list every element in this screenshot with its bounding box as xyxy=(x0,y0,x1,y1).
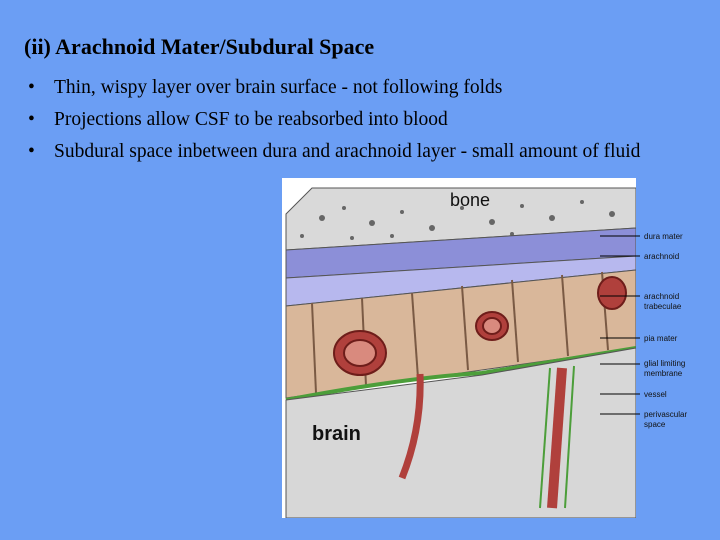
meninges-svg: bone brain xyxy=(285,187,636,518)
pia-mater-label: pia mater xyxy=(644,334,678,343)
branch-vessel xyxy=(398,373,424,480)
meninges-diagram: bone brain xyxy=(282,178,636,518)
glial-limiting-membrane-label: membrane xyxy=(644,369,683,378)
arachnoid-trabeculae-label: trabeculae xyxy=(644,302,682,311)
dura-mater-label: dura mater xyxy=(644,232,683,241)
bullet-item: • Projections allow CSF to be reabsorbed … xyxy=(24,108,664,132)
bullet-text: Projections allow CSF to be reabsorbed i… xyxy=(54,109,448,130)
bone-layer xyxy=(285,187,636,251)
bullet-text: Subdural space inbetween dura and arachn… xyxy=(54,141,641,162)
bullet-item: • Thin, wispy layer over brain surface - … xyxy=(24,76,664,100)
penetrating-vessel xyxy=(547,367,567,509)
bone-speckles xyxy=(300,200,615,240)
vessel-label: vessel xyxy=(644,390,667,399)
perivascular-space xyxy=(564,365,575,509)
bullet-list: • Thin, wispy layer over brain surface - … xyxy=(24,76,664,172)
arachnoid-trabeculae-label: arachnoid xyxy=(644,292,679,301)
bullet-marker: • xyxy=(28,77,35,98)
blood-vessels xyxy=(333,276,627,376)
bullet-item: • Subdural space inbetween dura and arach… xyxy=(24,140,664,164)
brain-label: brain xyxy=(312,423,361,445)
glial-limiting-membrane-label: glial limiting xyxy=(644,359,685,368)
bullet-marker: • xyxy=(28,109,35,130)
slide-title: (ii) Arachnoid Mater/Subdural Space xyxy=(24,34,375,59)
arachnoid-label: arachnoid xyxy=(644,252,679,261)
bone-label: bone xyxy=(450,190,490,210)
perivascular-space xyxy=(539,367,551,509)
bullet-text: Thin, wispy layer over brain surface - n… xyxy=(54,77,503,98)
perivascular-space-label: perivascular xyxy=(644,410,687,419)
arachnoid-trabeculae xyxy=(311,271,609,394)
callout-labels: dura mater arachnoid arachnoid trabecula… xyxy=(600,232,687,429)
perivascular-space-label: space xyxy=(644,420,666,429)
arachnoid-layer xyxy=(285,255,636,307)
bullet-marker: • xyxy=(28,141,35,162)
dura-mater-layer xyxy=(285,227,636,279)
pia-mater-line xyxy=(285,346,636,402)
